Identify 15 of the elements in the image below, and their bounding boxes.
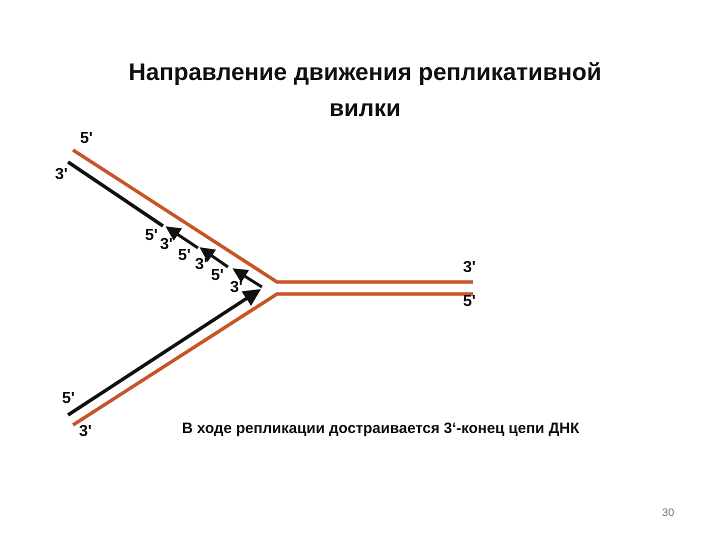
- title: Направление движения репликативной вилки: [128, 58, 602, 124]
- end-label: 5': [62, 390, 75, 408]
- end-label: 3': [195, 256, 208, 274]
- end-label: 5': [80, 130, 93, 148]
- end-label: 3': [79, 423, 92, 441]
- end-label: 3': [230, 279, 243, 297]
- end-label: 3': [463, 259, 476, 277]
- end-label: 5': [463, 293, 476, 311]
- end-label: 5': [178, 247, 191, 265]
- end-label: 5': [211, 267, 224, 285]
- end-label: 3': [160, 236, 173, 254]
- end-label: 3': [55, 166, 68, 184]
- caption: В ходе репликации достраивается 3‘-конец цепи ДНК: [182, 420, 580, 437]
- page-number: 30: [662, 507, 674, 519]
- end-label: 5': [145, 227, 158, 245]
